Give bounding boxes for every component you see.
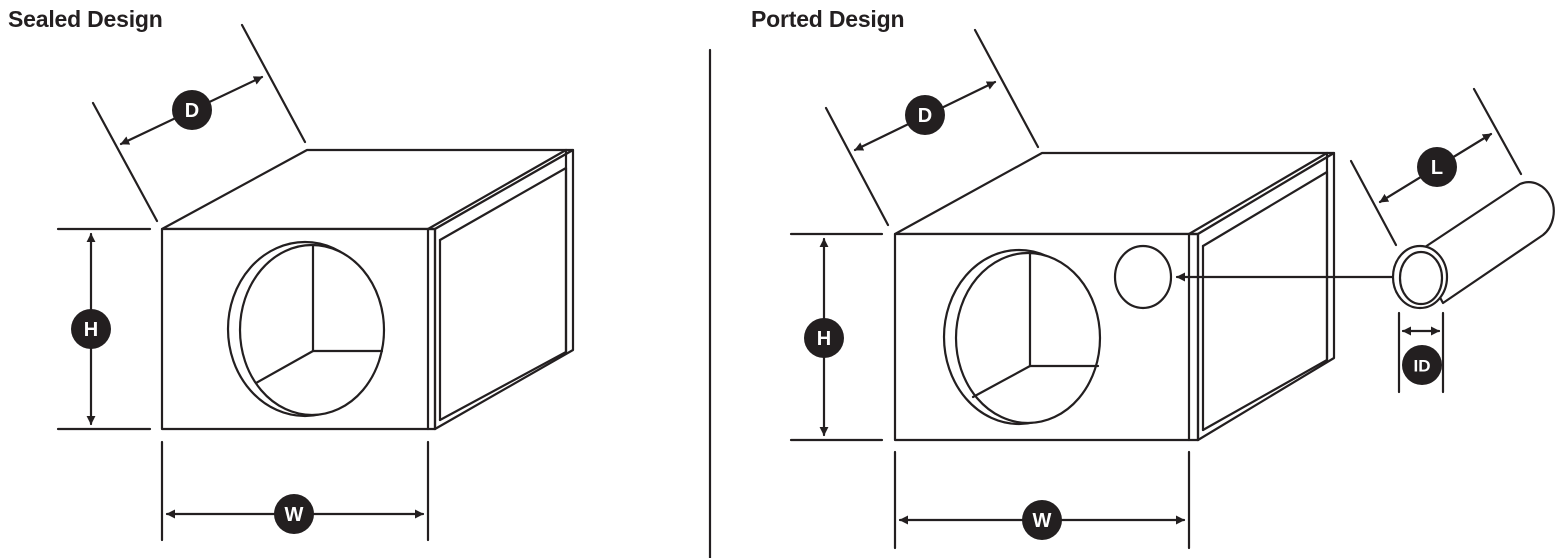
port-tube-end-inner (1398, 250, 1444, 306)
ported-height-dimension: H (789, 232, 884, 442)
ported-height-label: H (817, 328, 831, 350)
sealed-height-dimension: H (56, 227, 152, 431)
ported-width-dimension: W (893, 450, 1191, 550)
sealed-width-dimension: W (160, 440, 430, 542)
sealed-depth-badge: D (172, 90, 212, 130)
sealed-height-badge: H (71, 309, 111, 349)
ported-design-title: Ported Design (751, 6, 905, 32)
port-inner-diameter-badge: ID (1402, 345, 1442, 385)
port-opening (1113, 244, 1173, 310)
ported-height-badge: H (804, 318, 844, 358)
ported-woofer-cutout-inner (954, 251, 1102, 425)
sealed-design-title: Sealed Design (8, 6, 163, 32)
sealed-depth-dimension: D (91, 23, 307, 223)
port-length-badge: L (1417, 147, 1457, 187)
sealed-depth-label: D (185, 100, 199, 122)
ported-box (893, 151, 1336, 442)
ported-depth-label: D (918, 105, 932, 127)
port-length-label: L (1431, 157, 1443, 179)
ported-depth-badge: D (905, 95, 945, 135)
sealed-box (160, 148, 575, 431)
port-length-dimension: L (1349, 87, 1523, 247)
port-inner-diameter-label: ID (1414, 357, 1431, 376)
sealed-height-label: H (84, 319, 98, 341)
ported-depth-dimension: D (824, 28, 1040, 227)
sealed-width-badge: W (274, 494, 314, 534)
sealed-width-label: W (285, 504, 304, 526)
ported-width-badge: W (1022, 500, 1062, 540)
ported-width-label: W (1033, 510, 1052, 532)
port-tube (1391, 181, 1555, 310)
port-inner-diameter-dimension: ID (1397, 311, 1445, 394)
